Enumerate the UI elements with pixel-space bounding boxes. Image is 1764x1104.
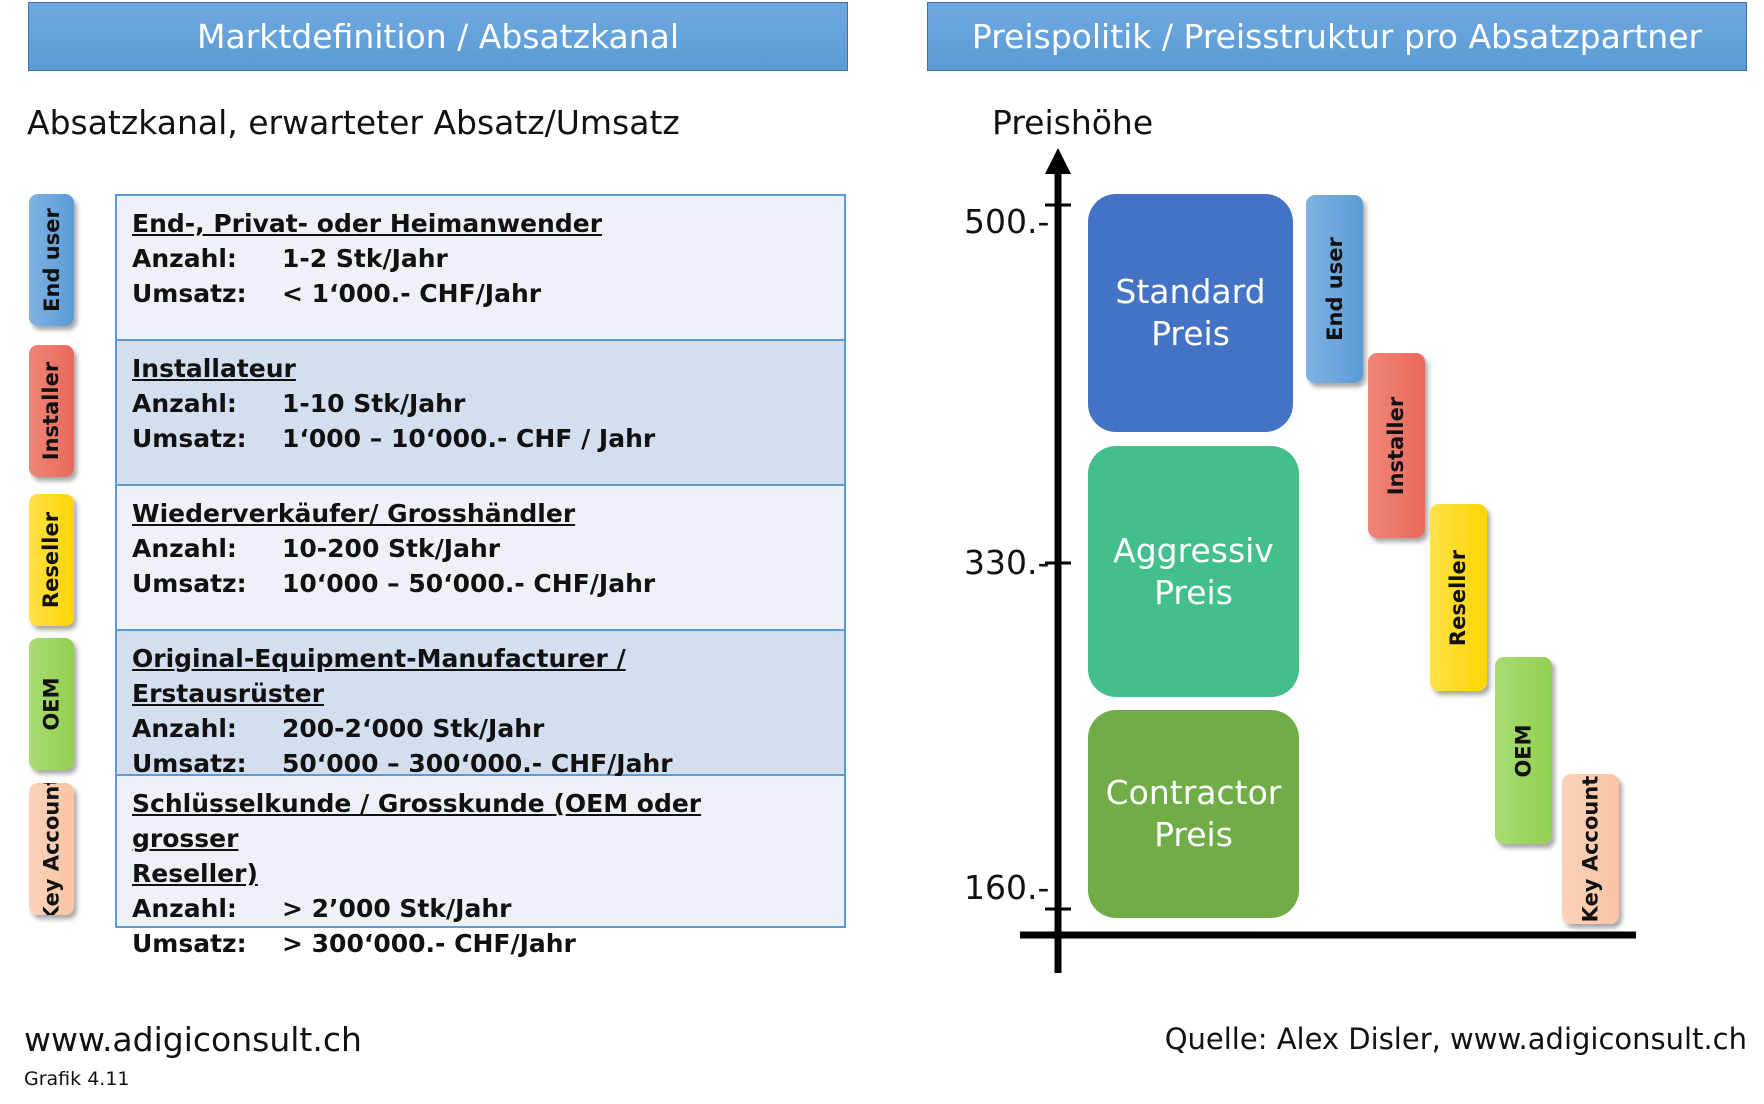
tick-label-160: 160.-	[964, 868, 1050, 907]
row-title: Schlüsselkunde / Grosskunde (OEM oder gr…	[132, 789, 702, 853]
footer-url: www.adigiconsult.ch	[24, 1020, 362, 1059]
stair-tag-reseller: Reseller	[1430, 504, 1487, 691]
row-title: Original-Equipment-Manufacturer / Erstau…	[132, 644, 626, 708]
stair-tag-oem: OEM	[1495, 657, 1552, 844]
count-value: 1-2 Stk/Jahr	[282, 244, 448, 273]
tick-label-330: 330.-	[964, 543, 1050, 582]
count-value: 1-10 Stk/Jahr	[282, 389, 466, 418]
block-line1: Standard	[1115, 272, 1266, 311]
row-key-account: Schlüsselkunde / Grosskunde (OEM oder gr…	[117, 776, 844, 958]
subtitle: Absatzkanal, erwarteter Absatz/Umsatz	[27, 103, 680, 142]
stair-tag-installer: Installer	[1368, 353, 1425, 538]
revenue-value: 50‘000 – 300‘000.- CHF/Jahr	[282, 749, 673, 778]
stair-tag-label: Reseller	[1446, 549, 1471, 646]
axis-label: Preishöhe	[992, 103, 1154, 142]
block-line1: Contractor	[1105, 773, 1282, 812]
stair-tag-end-user: End user	[1306, 195, 1363, 383]
stair-tag-label: Key Account	[1578, 775, 1603, 923]
tag-oem: OEM	[29, 638, 74, 770]
left-header: Marktdefinition / Absatzkanal	[28, 2, 848, 71]
row-reseller: Wiederverkäufer/ Grosshändler Anzahl: 10-…	[117, 486, 844, 631]
block-line1: Aggressiv	[1113, 530, 1274, 570]
stair-tag-label: OEM	[1511, 723, 1536, 778]
right-header: Preispolitik / Preisstruktur pro Absatzp…	[927, 2, 1747, 71]
count-value: 10-200 Stk/Jahr	[282, 534, 501, 563]
stair-tag-label: End user	[1322, 237, 1347, 341]
channel-table: End-, Privat- oder Heimanwender Anzahl: 1…	[115, 194, 846, 958]
count-value: 200-2‘000 Stk/Jahr	[282, 714, 545, 743]
revenue-label: Umsatz:	[132, 929, 247, 958]
tag-reseller: Reseller	[29, 494, 74, 626]
count-value: > 2’000 Stk/Jahr	[282, 894, 512, 923]
row-installer: Installateur Anzahl: 1-10 Stk/Jahr Umsatz…	[117, 341, 844, 486]
revenue-label: Umsatz:	[132, 749, 247, 778]
revenue-label: Umsatz:	[132, 424, 247, 453]
revenue-value: 10‘000 – 50‘000.- CHF/Jahr	[282, 569, 656, 598]
tick-label-500: 500.-	[964, 202, 1050, 241]
count-label: Anzahl:	[132, 389, 237, 418]
left-header-text: Marktdefinition / Absatzkanal	[197, 17, 679, 56]
count-label: Anzahl:	[132, 714, 237, 743]
count-label: Anzahl:	[132, 894, 237, 923]
row-title: End-, Privat- oder Heimanwender	[132, 209, 603, 238]
y-axis-arrow	[1045, 148, 1071, 174]
row-title-continued: Reseller)	[132, 859, 258, 888]
block-line2: Preis	[1154, 572, 1233, 612]
block-line2: Preis	[1151, 314, 1230, 353]
tag-installer: Installer	[29, 345, 74, 477]
row-end-user: End-, Privat- oder Heimanwender Anzahl: 1…	[117, 196, 844, 341]
row-oem: Original-Equipment-Manufacturer / Erstau…	[117, 631, 844, 778]
tag-key-account: Key Account	[29, 783, 74, 915]
tag-end-user: End user	[29, 194, 74, 326]
stair-tag-label: Installer	[1384, 396, 1409, 495]
source-credit: Quelle: Alex Disler, www.adigiconsult.ch	[1164, 1022, 1747, 1056]
row-title: Wiederverkäufer/ Grosshändler	[132, 499, 576, 528]
revenue-label: Umsatz:	[132, 279, 247, 308]
count-label: Anzahl:	[132, 534, 237, 563]
row-title: Installateur	[132, 354, 296, 383]
figure-label: Grafik 4.11	[24, 1068, 130, 1090]
count-label: Anzahl:	[132, 244, 237, 273]
revenue-value: 1‘000 – 10‘000.- CHF / Jahr	[282, 424, 656, 453]
right-header-text: Preispolitik / Preisstruktur pro Absatzp…	[971, 17, 1703, 56]
block-line2: Preis	[1154, 815, 1233, 854]
stair-tag-key-account: Key Account	[1562, 774, 1619, 924]
revenue-value: > 300‘000.- CHF/Jahr	[282, 929, 576, 958]
revenue-value: < 1‘000.- CHF/Jahr	[282, 279, 542, 308]
revenue-label: Umsatz:	[132, 569, 247, 598]
